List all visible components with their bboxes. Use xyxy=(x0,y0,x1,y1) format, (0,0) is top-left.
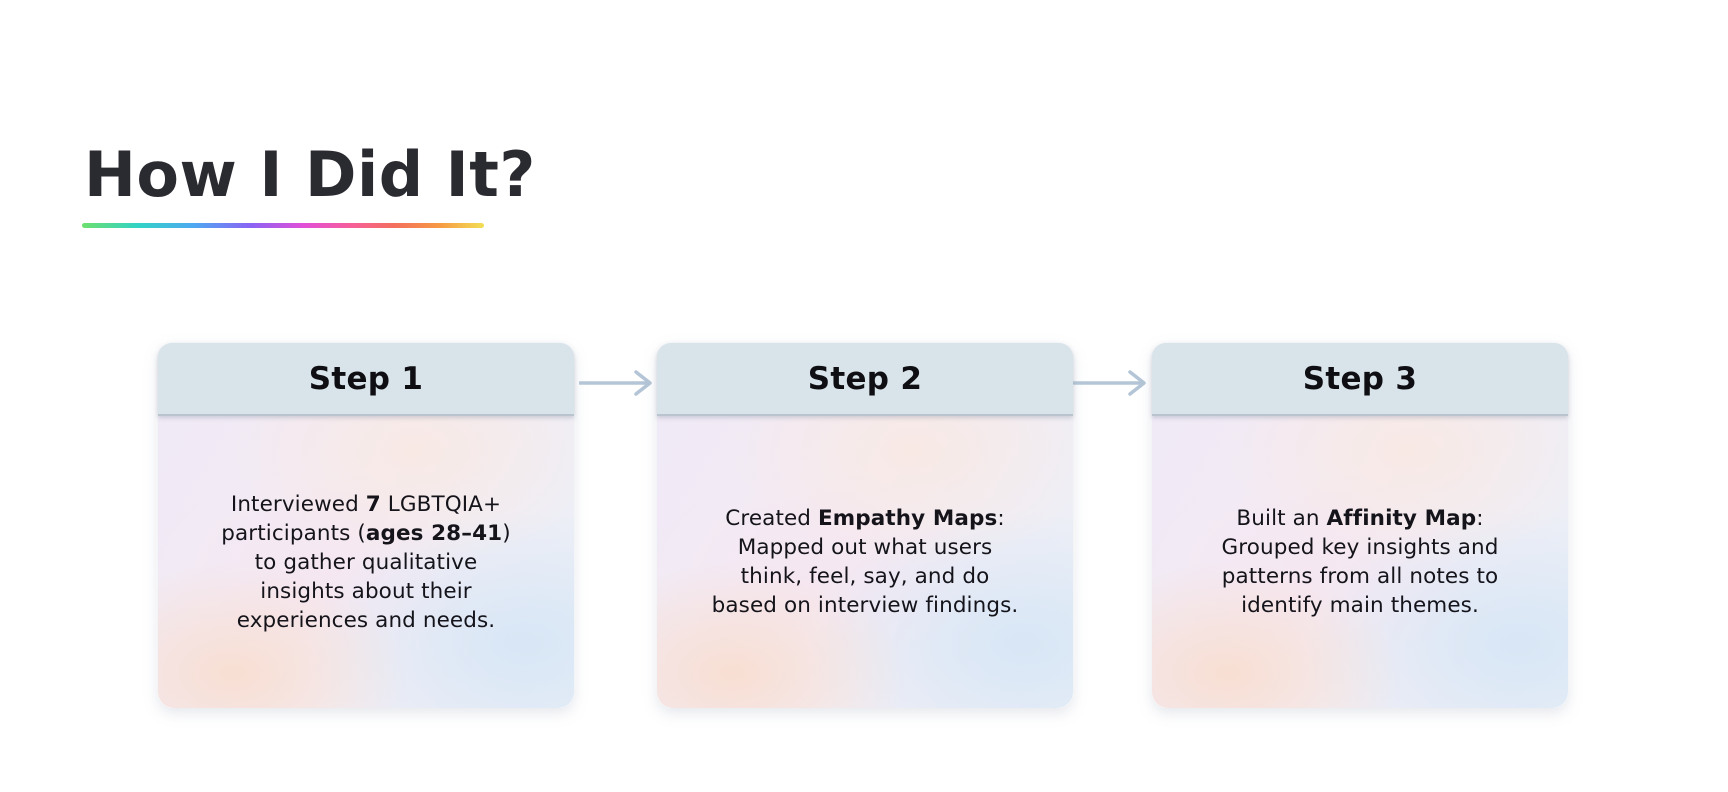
step-3-label: Step 3 xyxy=(1302,360,1418,397)
step-1-label: Step 1 xyxy=(308,360,424,397)
step-card-3: Step 3 Built an Affinity Map:Grouped key… xyxy=(1152,343,1568,708)
arrow-right-icon xyxy=(579,370,652,396)
step-card-2: Step 2 Created Empathy Maps:Mapped out w… xyxy=(657,343,1073,708)
step-card-2-header: Step 2 xyxy=(657,343,1073,416)
step-card-1-body: Interviewed 7 LGBTQIA+participants (ages… xyxy=(158,416,574,708)
step-2-label: Step 2 xyxy=(807,360,923,397)
step-card-1-header: Step 1 xyxy=(158,343,574,416)
step-card-1: Step 1 Interviewed 7 LGBTQIA+participant… xyxy=(158,343,574,708)
rainbow-underline xyxy=(82,223,484,228)
step-2-description: Created Empathy Maps:Mapped out what use… xyxy=(711,506,1019,618)
step-card-2-body: Created Empathy Maps:Mapped out what use… xyxy=(657,416,1073,708)
step-card-3-header: Step 3 xyxy=(1152,343,1568,416)
page-title: How I Did It? xyxy=(84,138,536,211)
step-3-description: Built an Affinity Map:Grouped key insigh… xyxy=(1221,506,1499,618)
arrow-right-icon xyxy=(1073,370,1146,396)
step-card-3-body: Built an Affinity Map:Grouped key insigh… xyxy=(1152,416,1568,708)
step-1-description: Interviewed 7 LGBTQIA+participants (ages… xyxy=(221,491,511,633)
